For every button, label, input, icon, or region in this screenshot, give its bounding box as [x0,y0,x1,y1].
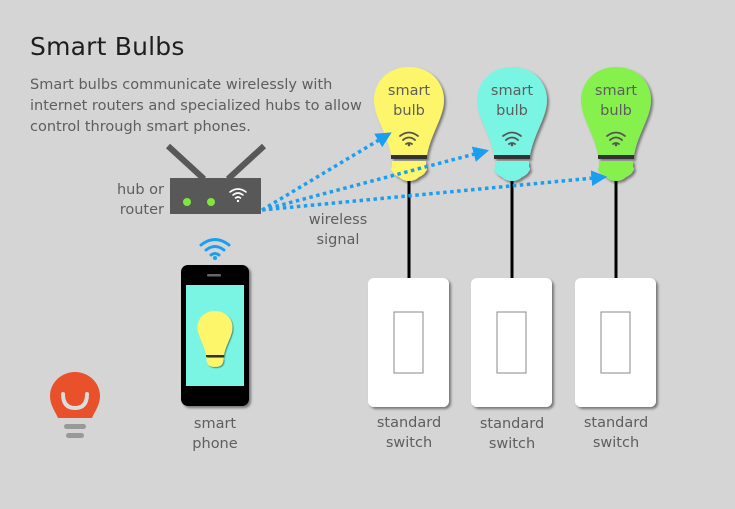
wireless-signal-arrows [261,132,608,212]
router-label: hub or router [116,182,164,218]
page-title: Smart Bulbs [30,32,185,61]
bulb-2-label-line2: bulb [496,103,528,119]
bulb-1-label-line1: smart [388,83,431,99]
wires [407,178,618,278]
led-icon [207,198,215,206]
switch-3-label: standard switch [583,415,649,451]
router [165,143,267,214]
bulb-3-label-line2: bulb [600,103,632,119]
switch-1-label: standard switch [376,415,442,451]
wifi-icon [606,131,626,145]
smart-phone-label: smart phone [192,416,238,452]
wifi-icon [229,188,247,199]
logo-icon [50,372,100,438]
phone-bulb-icon [197,311,233,367]
led-icon [183,198,191,206]
wifi-icon [399,131,419,145]
description: Smart bulbs communicate wirelessly with … [30,77,362,135]
wireless-signal-label: wireless signal [308,212,368,248]
bulb-3-label-line1: smart [595,83,638,99]
bulb-1-label-line2: bulb [393,103,425,119]
bulb-2-label-line1: smart [491,83,534,99]
phone-wifi-icon [199,238,231,257]
wifi-icon [502,131,522,145]
switch-2-label: standard switch [479,416,545,452]
